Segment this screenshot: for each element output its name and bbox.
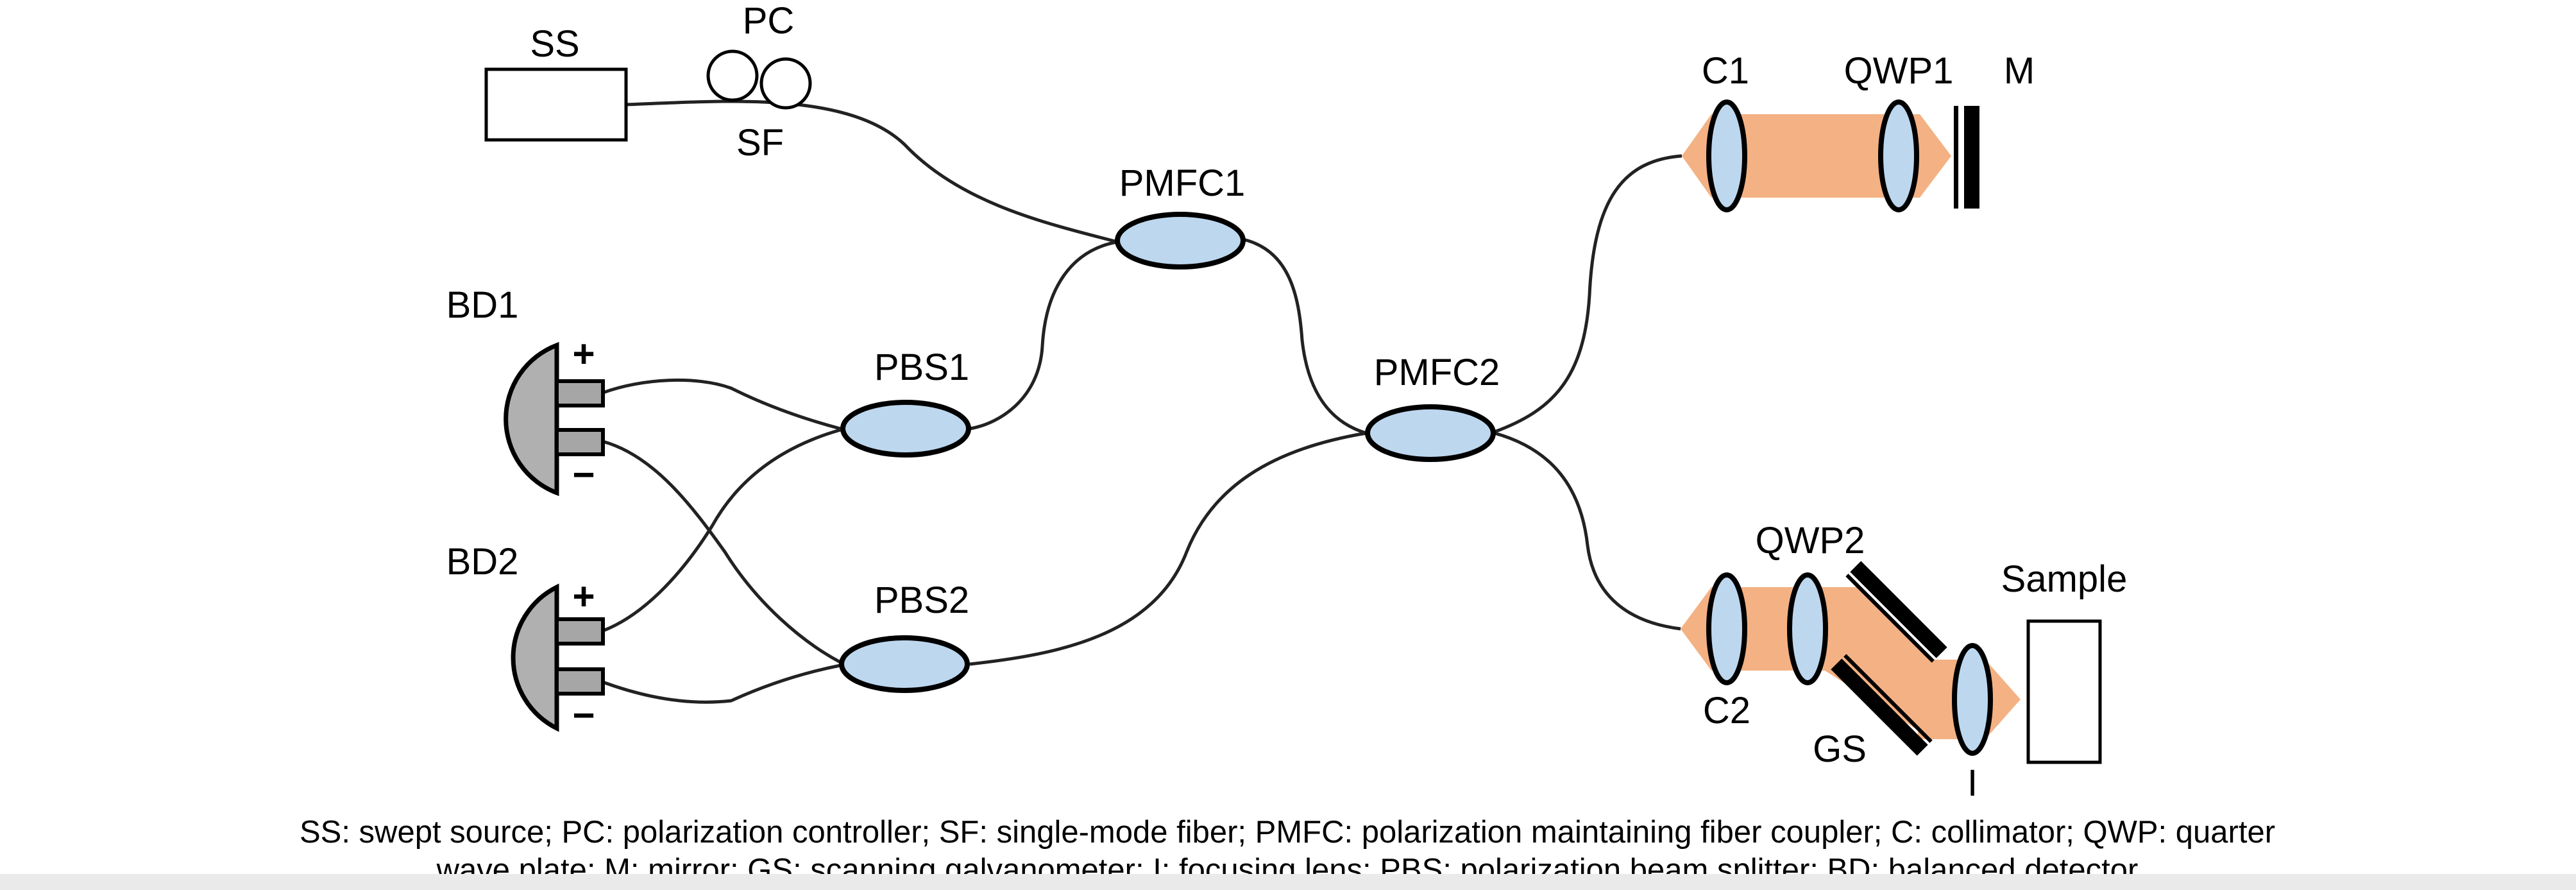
bd2-minus-sign: −	[572, 694, 595, 737]
fiber-pmfc2-pbs2	[969, 431, 1367, 666]
label-c2: C2	[1703, 690, 1750, 732]
quarter-wave-plate-qwp2	[1787, 572, 1828, 685]
polarization-controller-loop-1	[706, 49, 759, 102]
collimator-c2	[1706, 572, 1747, 685]
fiber-bd1-plus-pbs1	[602, 378, 841, 431]
polarization-controller-loop-2	[759, 57, 812, 110]
bd1-minus-sign: −	[572, 453, 595, 496]
scanning-galvanometer-mirror-1	[1845, 561, 1947, 663]
label-pbs2: PBS2	[874, 579, 969, 621]
label-m: M	[2004, 50, 2035, 92]
balanced-detector-bd1	[504, 341, 605, 497]
coupler-pmfc2	[1365, 404, 1496, 462]
fiber-bd2-minus-pbs2	[602, 663, 841, 704]
quarter-wave-plate-qwp1	[1878, 99, 1919, 212]
label-c1: C1	[1702, 50, 1749, 92]
fiber-bd1-minus-pbs2	[602, 440, 842, 664]
coupler-pmfc1	[1115, 212, 1246, 270]
label-pbs1: PBS1	[874, 347, 969, 388]
label-pmfc1: PMFC1	[1119, 162, 1246, 204]
scanning-galvanometer-mirror-2	[1831, 654, 1933, 756]
fiber-pmfc1-pmfc2	[1242, 237, 1367, 435]
fiber-lines	[602, 99, 1682, 704]
label-ss: SS	[530, 23, 579, 65]
label-gs: GS	[1813, 728, 1867, 770]
balanced-detector-bd2	[511, 583, 605, 732]
caption-line-1: SS: swept source; PC: polarization contr…	[300, 815, 2275, 850]
fiber-pmfc2-c1	[1494, 154, 1682, 434]
label-pc: PC	[743, 0, 795, 42]
swept-source-box	[484, 67, 628, 142]
label-pmfc2: PMFC2	[1374, 352, 1500, 393]
bd1-plus-sign: +	[572, 332, 595, 375]
fiber-bd2-plus-pbs1	[602, 428, 841, 633]
mirror-m	[1964, 106, 1979, 209]
label-sf: SF	[736, 122, 784, 164]
label-bd2: BD2	[446, 541, 519, 583]
mirror-m-thin	[1954, 106, 1958, 209]
label-bd1: BD1	[446, 284, 519, 326]
collimator-c1	[1706, 99, 1747, 212]
focusing-lens-i	[1952, 643, 1993, 756]
window-bottom-bar	[0, 874, 2576, 890]
fiber-pmfc1-pbs1	[969, 240, 1118, 431]
sample-box	[2026, 619, 2102, 764]
fiber-pmfc2-c2	[1494, 431, 1681, 631]
label-qwp2: QWP2	[1756, 520, 1865, 561]
fiber-ss-pmfc1	[625, 99, 1118, 244]
label-sample: Sample	[2001, 558, 2128, 600]
label-qwp1: QWP1	[1844, 50, 1954, 92]
sample-beam-segment-2	[1825, 587, 1932, 739]
label-i: I	[1967, 762, 1978, 804]
bd2-plus-sign: +	[572, 575, 595, 618]
splitter-pbs1	[840, 400, 971, 458]
splitter-pbs2	[839, 635, 970, 693]
